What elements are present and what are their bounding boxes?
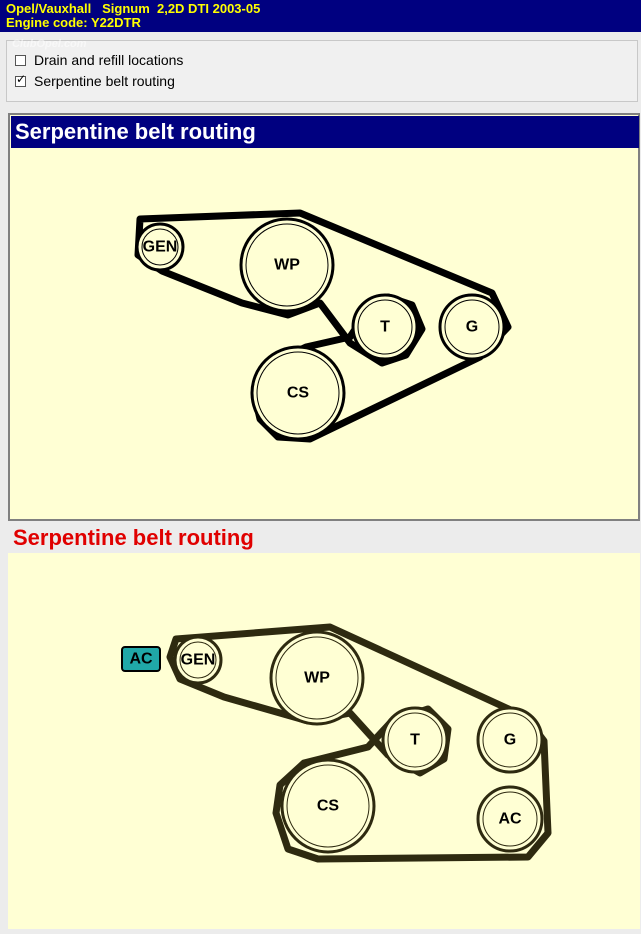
pulley-label: GEN bbox=[143, 239, 178, 256]
pulley-label: T bbox=[410, 732, 420, 749]
belt-diagram-panel-1: Serpentine belt routing GEN WP T G CS bbox=[8, 113, 640, 521]
pulley-cs: CS bbox=[280, 758, 376, 854]
pulley-gen: GEN bbox=[135, 222, 185, 272]
watermark: ClubOpel.com bbox=[12, 38, 87, 50]
option-label: Serpentine belt routing bbox=[34, 73, 175, 89]
checkbox-empty-icon[interactable] bbox=[15, 54, 26, 66]
option-serpentine-belt[interactable]: ✓ Serpentine belt routing bbox=[15, 72, 175, 90]
pulley-label: CS bbox=[317, 798, 340, 815]
pulley-cs: CS bbox=[250, 345, 346, 441]
option-label: Drain and refill locations bbox=[34, 52, 184, 68]
options-panel: Drain and refill locations ✓ Serpentine … bbox=[6, 40, 638, 102]
checkbox-checked-icon[interactable]: ✓ bbox=[15, 71, 27, 87]
engine-code: Engine code: Y22DTR bbox=[6, 15, 141, 30]
pulley-label: T bbox=[380, 319, 390, 336]
pulley-label: GEN bbox=[181, 652, 216, 669]
pulley-wp: WP bbox=[269, 630, 365, 726]
pulley-t: T bbox=[351, 293, 419, 361]
option-drain-refill[interactable]: Drain and refill locations bbox=[15, 51, 183, 69]
diagram1-title: Serpentine belt routing bbox=[11, 116, 639, 148]
belt-diagram-panel-2: AC GEN WP T G CS bbox=[8, 553, 640, 929]
title-bar: Opel/Vauxhall Signum 2,2D DTI 2003-05 En… bbox=[0, 0, 641, 32]
belt-diagram-1: GEN WP T G CS bbox=[134, 209, 512, 443]
ac-badge[interactable]: AC bbox=[121, 646, 161, 672]
pulley-label: CS bbox=[287, 385, 310, 402]
pulley-g: G bbox=[438, 293, 506, 361]
ac-badge-label: AC bbox=[129, 651, 153, 668]
pulley-t: T bbox=[381, 706, 449, 774]
pulley-label: WP bbox=[304, 670, 330, 687]
pulley-label: G bbox=[466, 319, 478, 336]
pulley-label: WP bbox=[274, 257, 300, 274]
pulley-label: G bbox=[504, 732, 516, 749]
pulley-wp: WP bbox=[239, 217, 335, 313]
diagram2-title: Serpentine belt routing bbox=[8, 523, 640, 553]
pulley-label: AC bbox=[498, 811, 522, 828]
pulley-g: G bbox=[476, 706, 544, 774]
pulley-gen: GEN bbox=[173, 635, 223, 685]
belt-diagram-2: AC GEN WP T G CS bbox=[121, 623, 552, 863]
pulley-ac: AC bbox=[476, 785, 544, 853]
vehicle-title: Opel/Vauxhall Signum 2,2D DTI 2003-05 bbox=[6, 1, 261, 16]
